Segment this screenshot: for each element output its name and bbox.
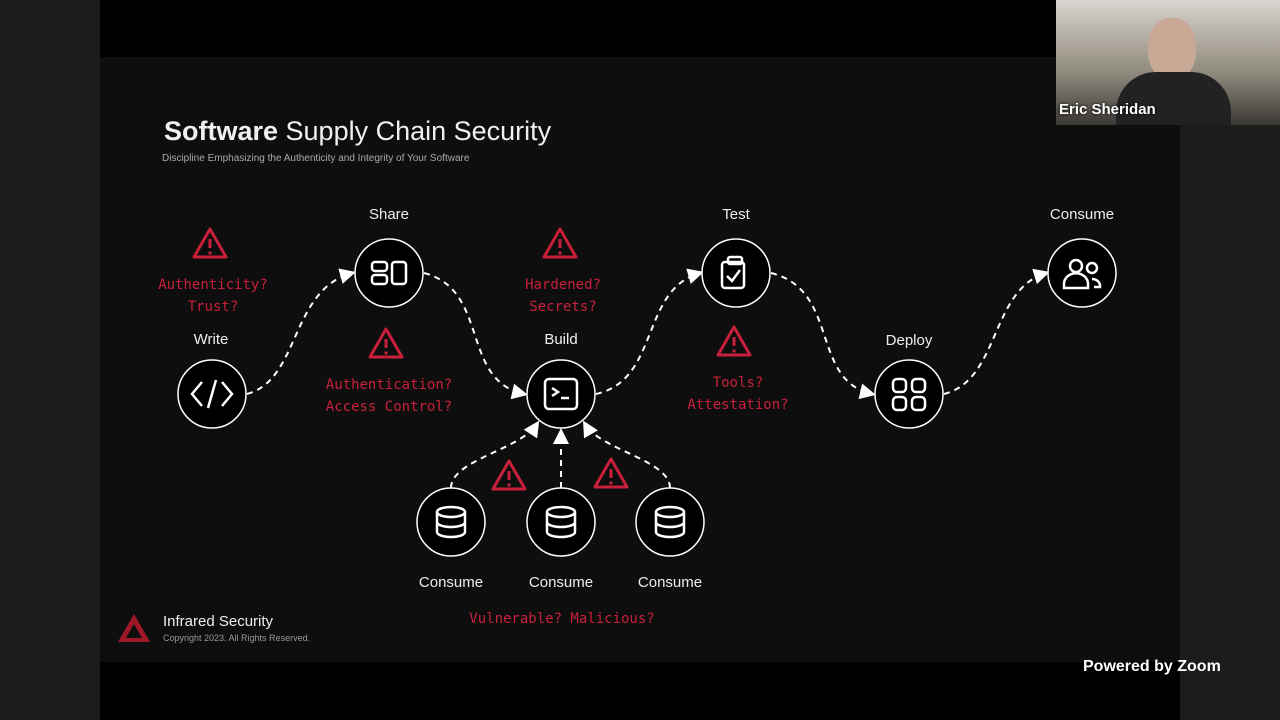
warning-icon <box>368 327 404 359</box>
consume-node <box>1047 238 1117 308</box>
copyright: Copyright 2023. All Rights Reserved. <box>163 633 311 643</box>
clipboard-check-icon <box>720 255 746 290</box>
stage-label-share: Share <box>369 206 409 223</box>
dependency-label: Consume <box>419 574 483 591</box>
participant-video[interactable] <box>1056 0 1280 125</box>
warning-icon <box>542 227 578 259</box>
warning-icon <box>593 457 629 489</box>
share-node <box>354 238 424 308</box>
slide <box>100 57 1180 662</box>
apps-grid-icon <box>891 377 927 412</box>
dependency-label: Consume <box>638 574 702 591</box>
test-node <box>701 238 771 308</box>
warning-text: Authenticity? <box>158 277 268 293</box>
powered-by-zoom: Powered by Zoom <box>1083 658 1221 675</box>
slide-subtitle: Discipline Emphasizing the Authenticity … <box>162 153 470 164</box>
slide-title: Software Supply Chain Security <box>164 116 552 146</box>
stage-label-write: Write <box>194 331 229 348</box>
dependency-node <box>526 487 596 557</box>
warning-text: Attestation? <box>687 397 788 413</box>
warning-icon <box>192 227 228 259</box>
stage-label-deploy: Deploy <box>886 332 933 349</box>
warning-text: Tools? <box>713 375 764 391</box>
code-icon <box>190 379 234 409</box>
warning-text: Authentication? <box>326 377 452 393</box>
participant-face <box>1148 18 1196 80</box>
brand-name: Infrared Security <box>163 613 274 630</box>
dependency-node <box>635 487 705 557</box>
stage-label-test: Test <box>722 206 750 223</box>
warning-icon <box>491 459 527 491</box>
warning-text: Hardened? <box>525 277 601 293</box>
warning-text: Secrets? <box>529 299 596 315</box>
users-icon <box>1062 258 1102 290</box>
participant-body <box>1116 72 1231 125</box>
build-node <box>526 359 596 429</box>
dependency-label: Consume <box>529 574 593 591</box>
participant-name: Eric Sheridan <box>1059 101 1156 118</box>
flow-arrows <box>246 268 1050 489</box>
layout-icon <box>370 260 408 286</box>
deploy-node <box>874 359 944 429</box>
warning-text: Vulnerable? Malicious? <box>469 611 654 627</box>
terminal-icon <box>543 377 579 411</box>
warning-text: Access Control? <box>326 399 452 415</box>
warning-icon <box>716 325 752 357</box>
stage-label-consume: Consume <box>1050 206 1114 223</box>
stage-label-build: Build <box>544 331 577 348</box>
dependency-node <box>416 487 486 557</box>
warning-text: Trust? <box>188 299 239 315</box>
infrared-logo-icon <box>118 614 150 642</box>
